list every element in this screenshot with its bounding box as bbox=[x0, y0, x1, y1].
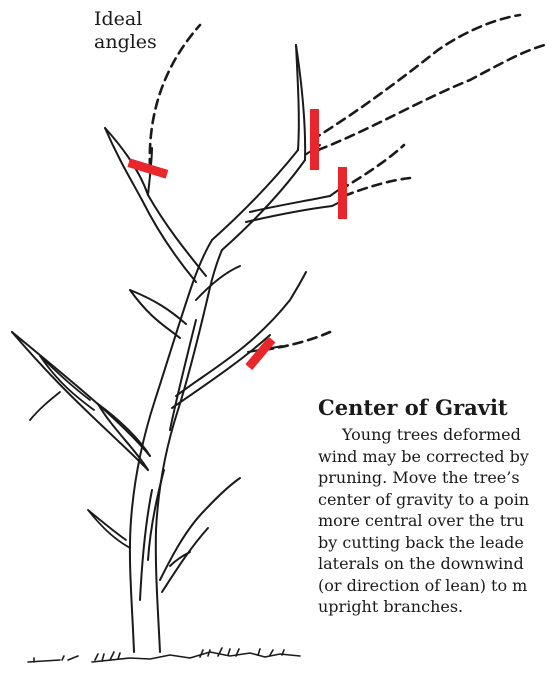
ideal-angle-dashes bbox=[150, 15, 548, 350]
ideal-label-line-1: Ideal bbox=[94, 8, 157, 31]
body-line: by cutting back the leade bbox=[318, 532, 529, 554]
upper-left-branch bbox=[105, 128, 206, 282]
body-line: more central over the tru bbox=[318, 510, 529, 532]
body-line: pruning. Move the tree’s bbox=[318, 467, 529, 489]
cut-mark-leader bbox=[310, 109, 319, 170]
lower-left-twig bbox=[88, 510, 130, 548]
leader-branch bbox=[212, 45, 320, 250]
mid-left-branches bbox=[130, 266, 240, 338]
cut-mark-right bbox=[338, 167, 347, 219]
body-line: Young trees deformed bbox=[318, 424, 529, 446]
body-line: wind may be corrected by bbox=[318, 446, 529, 468]
body-line: laterals on the downwind bbox=[318, 553, 529, 575]
section-body: Young trees deformed wind may be correct… bbox=[318, 424, 529, 618]
cut-marks bbox=[127, 109, 347, 370]
body-line: upright branches. bbox=[318, 596, 529, 618]
body-line: (or direction of lean) to m bbox=[318, 575, 529, 597]
ground-line bbox=[28, 648, 300, 662]
ideal-angles-label: Ideal angles bbox=[94, 8, 157, 54]
body-line: center of gravity to a poin bbox=[318, 489, 529, 511]
lower-right-branch bbox=[160, 478, 240, 592]
mid-right-branch bbox=[172, 272, 306, 408]
cut-mark-upper-left bbox=[127, 158, 168, 178]
section-title: Center of Gravit bbox=[318, 395, 508, 420]
ideal-label-line-2: angles bbox=[94, 31, 157, 54]
